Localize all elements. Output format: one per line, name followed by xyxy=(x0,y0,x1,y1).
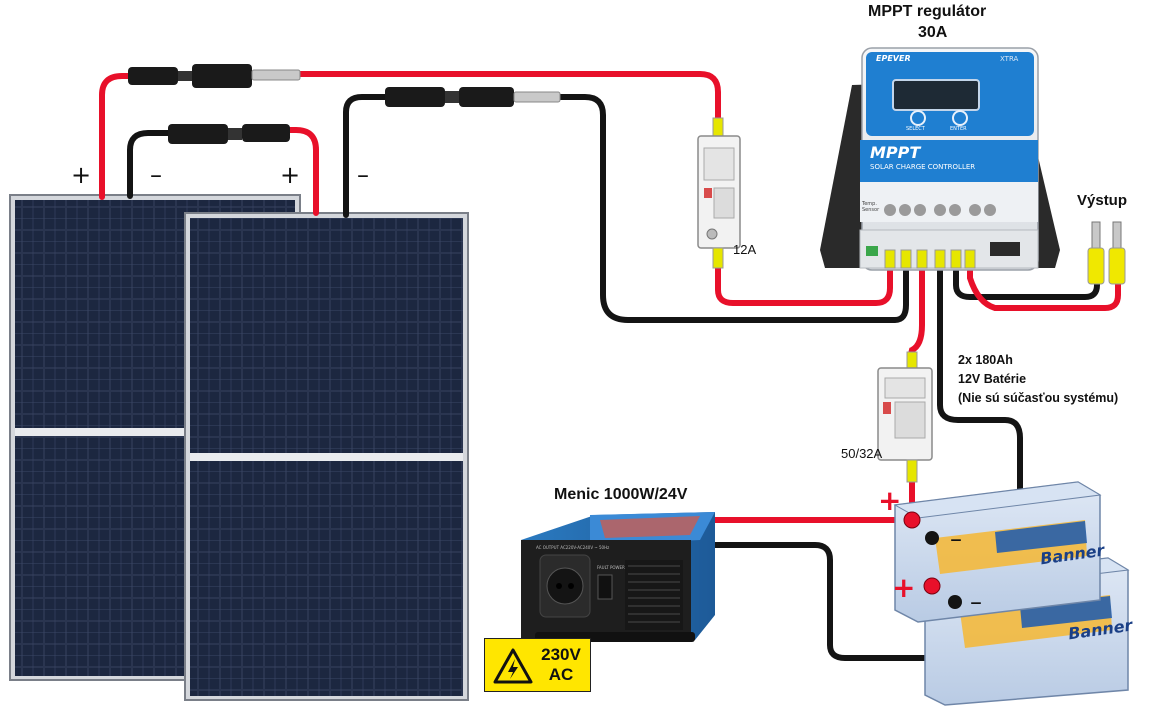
wire-panel1-positive xyxy=(99,73,131,200)
battery-bottom-negative-terminal xyxy=(948,595,962,609)
mppt-controller xyxy=(820,47,1060,271)
wire-inverter-negative xyxy=(712,542,963,661)
inverter-switch-text: FAULT POWER xyxy=(597,565,625,570)
warning-line2: AC xyxy=(548,665,574,684)
battery-top-negative-terminal xyxy=(925,531,939,545)
controller-temp-sensor-text: Temp. Sensor xyxy=(862,201,880,213)
panel1-plus-sign: + xyxy=(71,161,92,189)
controller-title-line2: 30A xyxy=(918,24,948,41)
wire-output-positive xyxy=(967,259,1121,311)
battery-label-line3: (Nie sú súčasťou systému) xyxy=(958,391,1119,405)
mc4-connector-top xyxy=(128,64,301,88)
mc4-connector-middle-left xyxy=(168,124,290,144)
wire-pv-positive xyxy=(297,71,721,138)
wire-controller-battery-positive xyxy=(907,259,925,361)
output-terminals xyxy=(1087,221,1126,285)
wire-output-negative xyxy=(953,259,1100,300)
fuse-12a xyxy=(697,117,741,269)
output-label: Výstup xyxy=(1077,192,1128,209)
inverter-plate-text: AC OUTPUT AC220V-AC240V ~ 50Hz xyxy=(536,545,610,550)
controller-subtitle-text: SOLAR CHARGE CONTROLLER xyxy=(870,163,976,171)
warning-line1: 230V xyxy=(541,645,581,664)
battery-label-line1: 2x 180Ah xyxy=(958,353,1013,367)
wire-fuse-to-controller xyxy=(715,259,893,306)
panel1-minus-sign: – xyxy=(150,161,162,189)
battery-bottom-positive-terminal xyxy=(923,577,941,595)
fuse-12a-label: 12A xyxy=(733,242,757,257)
controller-title-line1: MPPT regulátor xyxy=(868,3,987,20)
wire-panel2-positive xyxy=(287,127,319,216)
inverter xyxy=(521,512,715,642)
fuse-50-32a-label: 50/32A xyxy=(841,446,883,461)
battery-top-plus-sign: + xyxy=(878,484,902,517)
controller-mppt-text: MPPT xyxy=(870,143,921,162)
warning-230v-sign: 230V AC xyxy=(484,638,591,692)
solar-panel-right xyxy=(184,212,469,701)
wire-panel1-negative xyxy=(127,130,171,199)
battery-bottom-plus-sign: + xyxy=(892,571,916,604)
wire-pv-negative xyxy=(557,94,909,323)
wire-panel2-negative xyxy=(343,94,388,218)
inverter-label: Menic 1000W/24V xyxy=(554,486,688,503)
battery-bottom-minus-sign: – xyxy=(970,588,982,616)
controller-select-text: SELECT xyxy=(906,126,925,132)
battery-label-line2: 12V Batérie xyxy=(958,372,1027,386)
controller-model-text: XTRA xyxy=(1000,55,1019,63)
battery-top-minus-sign: – xyxy=(950,525,962,553)
panel2-minus-sign: – xyxy=(357,161,369,189)
controller-enter-text: ENTER xyxy=(950,126,967,132)
high-voltage-icon xyxy=(493,648,533,684)
battery-top xyxy=(893,481,1102,623)
controller-brand-text: EPEVER xyxy=(876,54,911,63)
mc4-connector-middle-right xyxy=(385,87,561,107)
fuse-50-32a xyxy=(877,351,933,483)
battery-top-positive-terminal xyxy=(903,511,921,529)
panel2-plus-sign: + xyxy=(280,161,301,189)
